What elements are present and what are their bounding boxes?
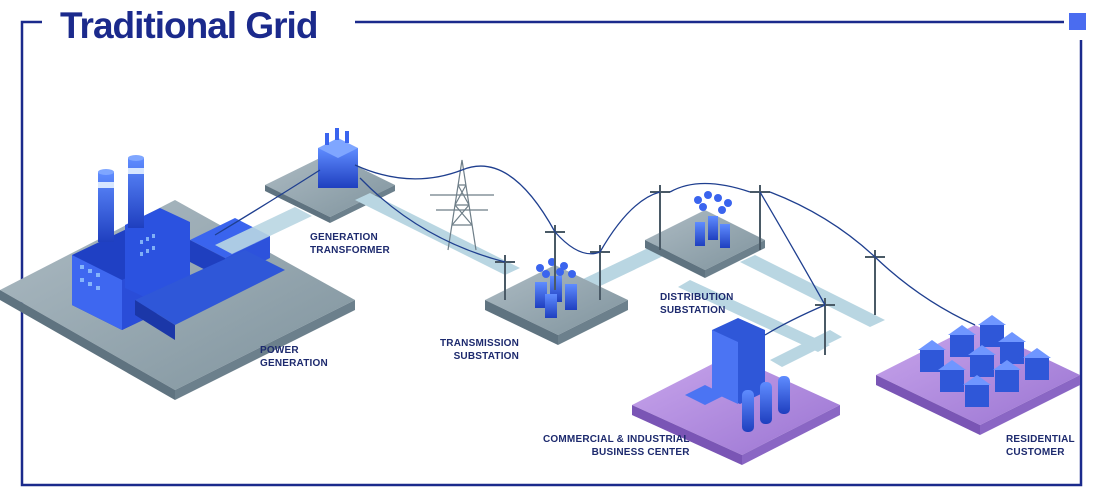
transmission-tower xyxy=(430,159,494,251)
flow-path-4 xyxy=(740,255,885,327)
label-generation-transformer: GENERATION TRANSFORMER xyxy=(310,231,390,257)
label-line: GENERATION xyxy=(260,358,328,369)
label-line: TRANSFORMER xyxy=(310,245,390,256)
label-line: COMMERCIAL & INDUSTRIAL xyxy=(543,434,690,445)
residential-platform xyxy=(876,315,1080,435)
label-line: BUSINESS CENTER xyxy=(591,447,690,458)
label-line: TRANSMISSION xyxy=(440,338,520,349)
label-residential-customer: RESIDENTIAL CUSTOMER xyxy=(1006,433,1075,459)
label-distribution-substation: DISTRIBUTION SUBSTATION xyxy=(660,291,734,317)
label-line: SUBSTATION xyxy=(660,305,726,316)
transmission-substation-platform xyxy=(485,258,628,345)
label-line: GENERATION xyxy=(310,232,378,243)
flow-path-1 xyxy=(215,207,312,254)
power-lines xyxy=(214,164,976,336)
label-line: POWER xyxy=(260,345,299,356)
label-transmission-substation: TRANSMISSION SUBSTATION xyxy=(440,337,519,363)
label-line: DISTRIBUTION xyxy=(660,292,734,303)
commercial-platform xyxy=(632,318,840,465)
label-commercial-industrial: COMMERCIAL & INDUSTRIAL BUSINESS CENTER xyxy=(543,433,690,459)
page-title: Traditional Grid xyxy=(60,5,318,46)
power-generation-platform xyxy=(0,155,355,400)
label-power-generation: POWER GENERATION xyxy=(260,344,328,370)
label-line: RESIDENTIAL xyxy=(1006,434,1075,445)
distribution-substation-platform xyxy=(645,191,765,278)
corner-marker xyxy=(1069,13,1086,30)
flow-path-5 xyxy=(678,280,830,352)
label-line: SUBSTATION xyxy=(453,351,520,362)
label-line: CUSTOMER xyxy=(1006,447,1065,458)
